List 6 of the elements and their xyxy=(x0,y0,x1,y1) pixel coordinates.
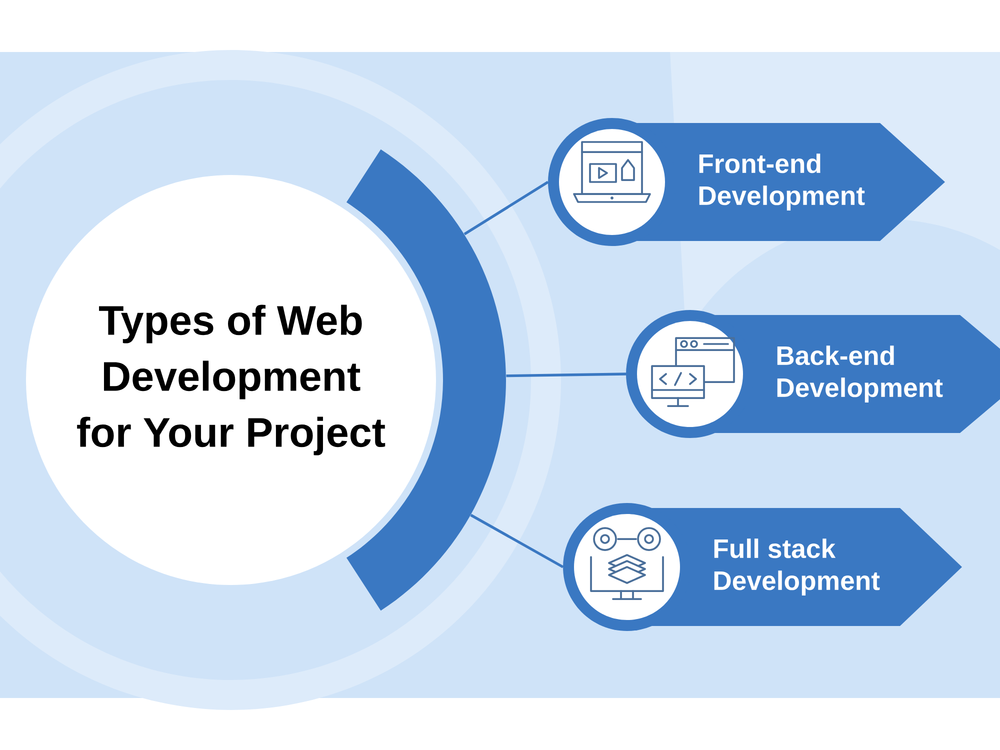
connector-line xyxy=(464,180,549,236)
connector-line xyxy=(506,372,626,378)
arrow-band: Back-end Development xyxy=(626,310,1000,438)
arrow-band: Full stack Development xyxy=(563,503,962,631)
connector-line xyxy=(470,514,564,568)
arrow-band: Front-end Development xyxy=(548,118,945,246)
